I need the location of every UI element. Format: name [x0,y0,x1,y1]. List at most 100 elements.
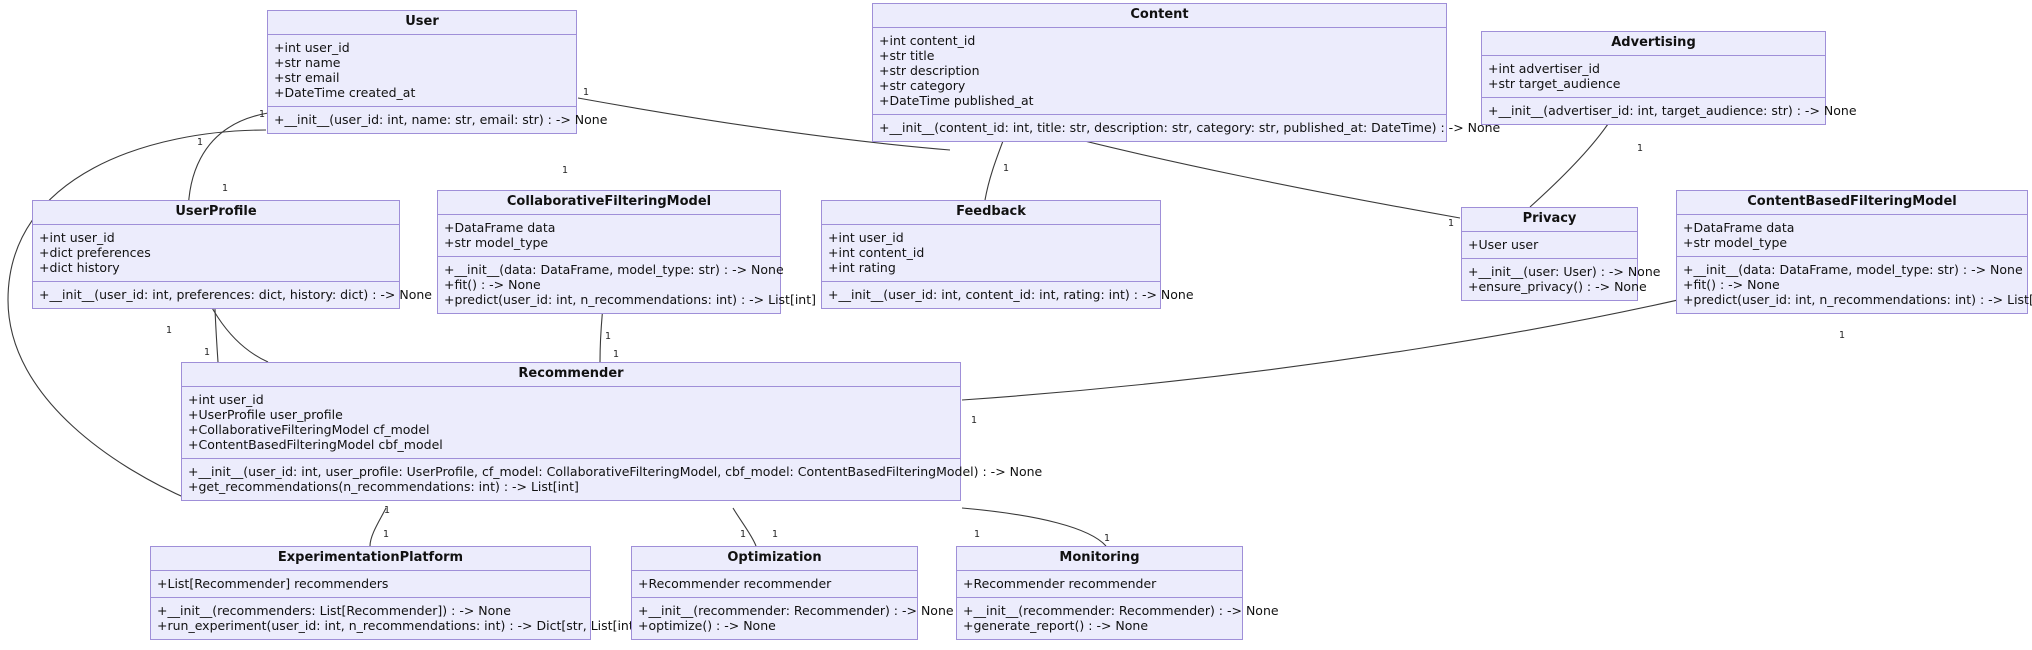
uml-attribute: +int rating [828,260,896,276]
uml-attributes-experimentation: +List[Recommender] recommenders [151,571,590,599]
uml-class-cfmodel[interactable]: CollaborativeFilteringModel +DataFrame da… [437,190,817,315]
uml-attributes-privacy: +User user [1462,232,1637,260]
uml-class-cbfmodel[interactable]: ContentBasedFilteringModel+DataFrame dat… [1676,190,2032,315]
multiplicity-label: 1 [197,137,204,148]
uml-attribute: +dict history [39,260,120,276]
uml-method: +predict(user_id: int, n_recommendations… [1683,292,2032,308]
multiplicity-label: 1 [222,183,229,194]
uml-method: +predict(user_id: int, n_recommendations… [444,292,817,308]
uml-class-title-privacy: Privacy [1462,208,1637,233]
relationship-edge-recommender-monitoring [961,507,1107,547]
uml-method: +__init__(data: DataFrame, model_type: s… [1683,262,2023,278]
uml-methods-privacy: +__init__(user: User) : -> None+ensure_p… [1462,259,1660,300]
uml-method: +__init__(user_id: int, user_profile: Us… [188,464,1043,480]
uml-methods-cbfmodel: +__init__(data: DataFrame, model_type: s… [1677,257,2032,313]
uml-attribute: +str category [879,78,966,94]
uml-class-experimentation[interactable]: ExperimentationPlatform+List[Recommender… [150,546,644,641]
uml-class-title-monitoring: Monitoring [957,547,1242,572]
uml-class-title-user: User [268,11,576,36]
multiplicity-label: 1 [1839,330,1846,341]
uml-attribute: +str title [879,48,935,64]
uml-class-optimization[interactable]: Optimization +Recommender recommender +__i… [631,546,954,641]
uml-attributes-feedback: +int user_id+int content_id+int rating [822,225,1160,283]
uml-attribute: +int user_id [39,230,115,246]
uml-class-title-cfmodel: CollaborativeFilteringModel [438,191,780,216]
uml-attribute: +DataFrame data [444,220,556,236]
multiplicity-label: 1 [772,529,779,540]
uml-attribute: +str target_audience [1488,76,1621,92]
uml-method: +__init__(user_id: int, preferences: dic… [39,287,432,303]
uml-method: +optimize() : -> None [638,618,776,634]
uml-attribute: +UserProfile user_profile [188,407,343,423]
uml-attribute: +List[Recommender] recommenders [157,576,389,592]
uml-methods-recommender: +__init__(user_id: int, user_profile: Us… [182,459,1043,500]
multiplicity-label: 1 [166,325,173,336]
multiplicity-label: 1 [383,529,390,540]
relationship-edge-recommender-optimization [732,507,757,547]
uml-methods-monitoring: +__init__(recommender: Recommender) : ->… [957,598,1279,639]
uml-class-feedback[interactable]: Feedback+int user_id+int content_id+int … [821,200,1194,310]
uml-methods-advertising: +__init__(advertiser_id: int, target_aud… [1482,98,1857,124]
uml-class-userprofile[interactable]: UserProfile+int user_id+dict preferences… [32,200,432,310]
multiplicity-label: 1 [583,87,590,98]
uml-methods-feedback: +__init__(user_id: int, content_id: int,… [822,282,1194,308]
uml-attribute: +DataFrame data [1683,220,1795,236]
uml-method: +__init__(content_id: int, title: str, d… [879,120,1501,136]
uml-attribute: +DateTime created_at [274,85,416,101]
uml-method: +__init__(recommender: Recommender) : ->… [638,603,954,619]
uml-methods-cfmodel: +__init__(data: DataFrame, model_type: s… [438,257,817,313]
multiplicity-label: 1 [1003,163,1010,174]
uml-attributes-content: +int content_id+str title+str descriptio… [873,28,1446,116]
uml-attribute: +int user_id [274,40,350,56]
uml-attribute: +int content_id [879,33,976,49]
uml-attribute: +int content_id [828,245,925,261]
uml-method: +get_recommendations(n_recommendations: … [188,479,579,495]
uml-method: +run_experiment(user_id: int, n_recommen… [157,618,644,634]
uml-class-title-feedback: Feedback [822,201,1160,226]
uml-method: +__init__(user_id: int, content_id: int,… [828,287,1194,303]
uml-attributes-monitoring: +Recommender recommender [957,571,1242,599]
multiplicity-label: 1 [974,529,981,540]
uml-method: +ensure_privacy() : -> None [1468,279,1647,295]
uml-attributes-cbfmodel: +DataFrame data+str model_type [1677,215,2027,258]
uml-class-recommender[interactable]: Recommender+int user_id+UserProfile user… [181,362,1043,502]
uml-class-title-content: Content [873,4,1446,29]
uml-attributes-optimization: +Recommender recommender [632,571,917,599]
uml-class-title-advertising: Advertising [1482,32,1825,57]
uml-class-content[interactable]: Content+int content_id+str title+str des… [872,3,1501,143]
uml-method: +fit() : -> None [1683,277,1780,293]
uml-class-user[interactable]: User+int user_id+str name+str email+Date… [267,10,607,135]
uml-attributes-userprofile: +int user_id+dict preferences+dict histo… [33,225,399,283]
uml-class-privacy[interactable]: Privacy +User user +__init__(user: User) :… [1461,207,1660,302]
uml-attribute: +str model_type [444,235,549,251]
uml-method: +__init__(recommenders: List[Recommender… [157,603,511,619]
uml-attribute: +User user [1468,237,1539,253]
multiplicity-label: 1 [605,331,612,342]
uml-attribute: +dict preferences [39,245,151,261]
uml-class-advertising[interactable]: Advertising +int advertiser_id+str target… [1481,31,1857,126]
uml-class-monitoring[interactable]: Monitoring+Recommender recommender+__ini… [956,546,1279,641]
uml-attribute: +int user_id [188,392,264,408]
uml-attribute: +DateTime published_at [879,93,1034,109]
uml-methods-content: +__init__(content_id: int, title: str, d… [873,115,1501,141]
uml-attribute: +Recommender recommender [638,576,832,592]
uml-attribute: +int user_id [828,230,904,246]
uml-attribute: +str name [274,55,341,71]
uml-methods-optimization: +__init__(recommender: Recommender) : ->… [632,598,954,639]
uml-class-title-recommender: Recommender [182,363,960,388]
multiplicity-label: 1 [562,165,569,176]
multiplicity-label: 1 [971,415,978,426]
uml-class-title-optimization: Optimization [632,547,917,572]
multiplicity-label: 1 [259,109,266,120]
uml-attribute: +str description [879,63,980,79]
uml-attributes-recommender: +int user_id+UserProfile user_profile+Co… [182,387,960,460]
multiplicity-label: 1 [1104,533,1111,544]
uml-methods-experimentation: +__init__(recommenders: List[Recommender… [151,598,644,639]
uml-method: +__init__(data: DataFrame, model_type: s… [444,262,784,278]
uml-attribute: +str model_type [1683,235,1788,251]
multiplicity-label: 1 [204,347,211,358]
uml-attribute: +int advertiser_id [1488,61,1600,77]
uml-class-title-cbfmodel: ContentBasedFilteringModel [1677,191,2027,216]
uml-class-title-userprofile: UserProfile [33,201,399,226]
